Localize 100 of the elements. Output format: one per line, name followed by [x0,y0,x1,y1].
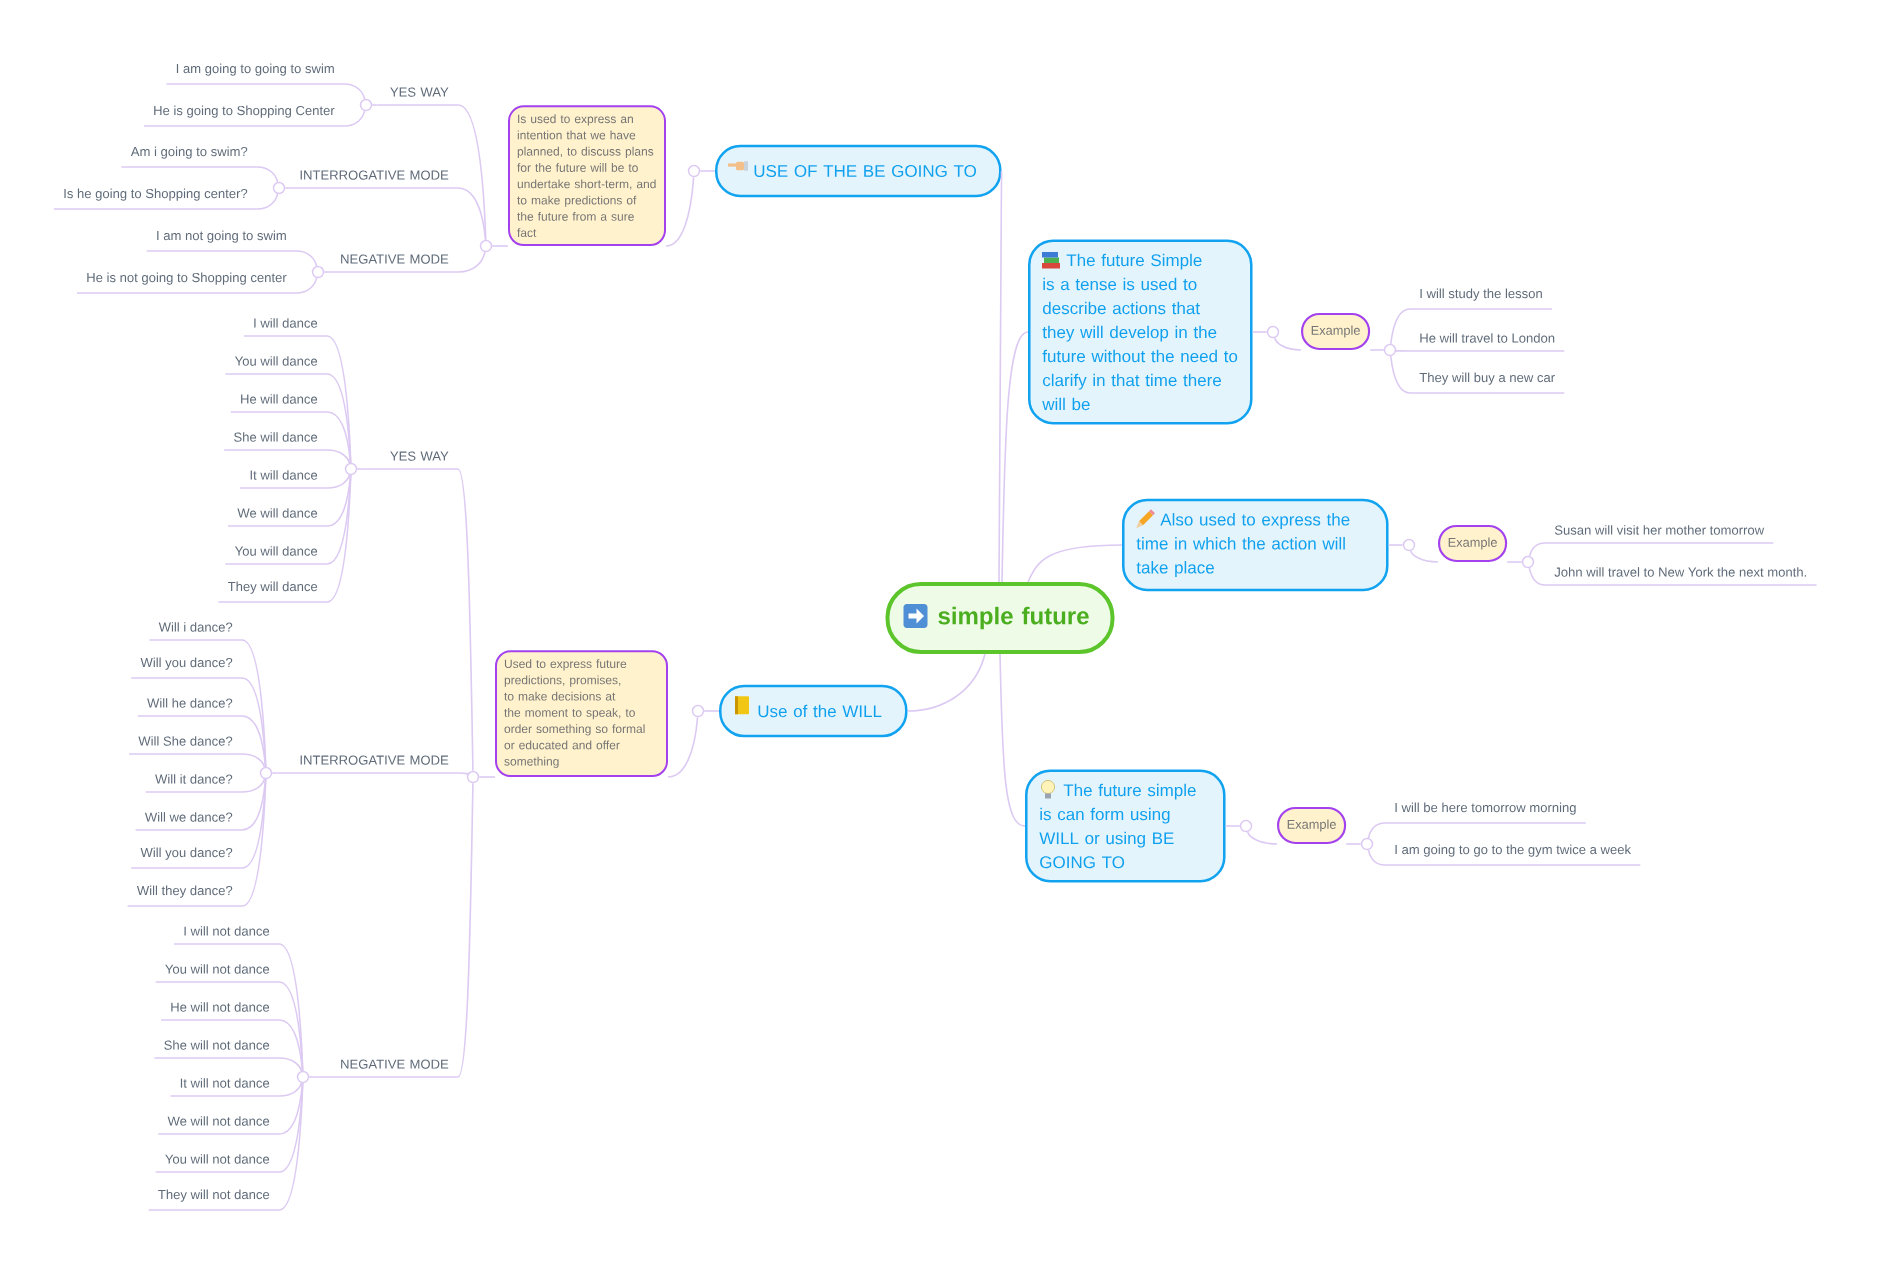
leaf-label: You will dance [224,356,328,375]
branch-label: YES WAY [360,451,459,470]
connector [241,778,267,907]
connector [241,715,267,768]
note-box: Used to express future predictions, promises, to make decisions at the moment to speak, to order something so formal or educated and offer something [495,650,668,777]
topic-box: The future Simple is a tense is used to describe actions that they will develop in the future without the need to clarify in that time there will be [1028,239,1253,425]
leaf-label: They will dance [217,581,328,603]
connector [1528,542,1546,557]
connector [284,187,291,189]
leaf-label: John will travel to New York the next month. [1544,567,1818,586]
leaf-label: We will not dance [157,1116,280,1135]
leaf-label: Am i going to swim? [120,146,258,168]
connector [1251,331,1268,333]
connector [478,776,496,778]
leaf-label: I will be here tomorrow morning [1384,802,1587,824]
connector [491,245,509,247]
connector [998,170,1003,583]
leaf-label: She will dance [223,432,328,451]
leaf-label: You will not dance [154,1154,280,1173]
connector [326,411,352,464]
leaf-label: We will dance [227,508,328,527]
connector [343,110,366,127]
connector [1273,337,1302,351]
connector [326,474,352,603]
connector [1369,349,1385,351]
leaf-label: It will dance [239,470,328,489]
connector [457,772,470,775]
leaf-label: It will not dance [169,1078,280,1097]
leaf-label: He is not going to Shopping center [76,272,297,294]
tag-pill: Example [1301,312,1371,350]
connector [278,1082,304,1135]
leaf-label: Susan will visit her mother tomorrow [1544,525,1775,544]
leaf-label: Will it dance? [144,774,243,793]
connector [1367,822,1386,839]
leaf-label: Will i dance? [148,622,243,641]
topic-box: Also used to express the time in which the action will take place [1122,498,1389,592]
leaf-label: Will he dance? [136,698,243,717]
central-topic-box: simple future [885,582,1115,654]
leaf-label: She will not dance [153,1040,280,1059]
connector [371,104,378,106]
connector [278,1019,304,1072]
connector [1389,355,1411,394]
connector [326,335,352,464]
connector [295,277,318,294]
connector [241,778,266,793]
leaf-label: I will not dance [173,926,280,945]
connector [703,710,720,712]
connector [457,468,474,772]
connector [278,1057,303,1072]
branch-label: INTERROGATIVE MODE [275,755,459,774]
branch-label: NEGATIVE MODE [312,1059,459,1078]
leaf-label: You will not dance [154,964,280,983]
connector [457,187,487,241]
leaf-label: I am going to go to the gym twice a week [1384,844,1642,866]
leaf-label: He is going to Shopping Center [143,105,345,127]
leaf-label: Will they dance? [126,885,243,907]
branch-label: NEGATIVE MODE [327,254,459,273]
connector [278,1082,303,1097]
tag-pill: Example [1438,524,1508,562]
connector [323,271,330,273]
connector [271,772,278,774]
leaf-label: He will dance [229,394,328,413]
connector [343,83,366,100]
connector [1389,308,1411,345]
connector [1001,331,1029,583]
leaf-label: Will She dance? [128,736,243,755]
topic-box: Use of the WILL [719,684,908,738]
leaf-label: They will not dance [147,1189,280,1211]
connector [906,653,986,712]
branch-label: YES WAY [375,87,459,106]
connector [326,449,351,464]
topic-box: The future simple is can form using WILL or using BE GOING TO [1025,769,1226,883]
connector [1394,350,1411,353]
connector [1528,567,1546,586]
connector [241,639,267,768]
connector [326,474,351,489]
connector [308,1076,315,1078]
connector [667,716,699,778]
connector [457,104,487,241]
connector [1387,544,1404,546]
connector [1409,550,1439,563]
connector [999,653,1026,827]
leaf-label: I am not going to swim [145,230,297,252]
connector [241,753,266,768]
connector [457,251,486,273]
connector [1506,561,1523,563]
connector [241,778,267,831]
connector [699,170,716,172]
connector [326,474,352,527]
connector [457,782,474,1078]
leaf-label: They will buy a new car [1409,372,1566,394]
leaf-label: I will dance [243,318,328,337]
connector [278,943,304,1072]
leaf-label: I am going to going to swim [165,63,345,85]
connector [665,176,695,247]
leaf-label: Will you dance? [130,847,243,869]
leaf-label: Is he going to Shopping center? [53,188,258,210]
leaf-label: He will travel to London [1409,333,1566,352]
connector [278,1082,304,1211]
connector [1246,831,1278,845]
